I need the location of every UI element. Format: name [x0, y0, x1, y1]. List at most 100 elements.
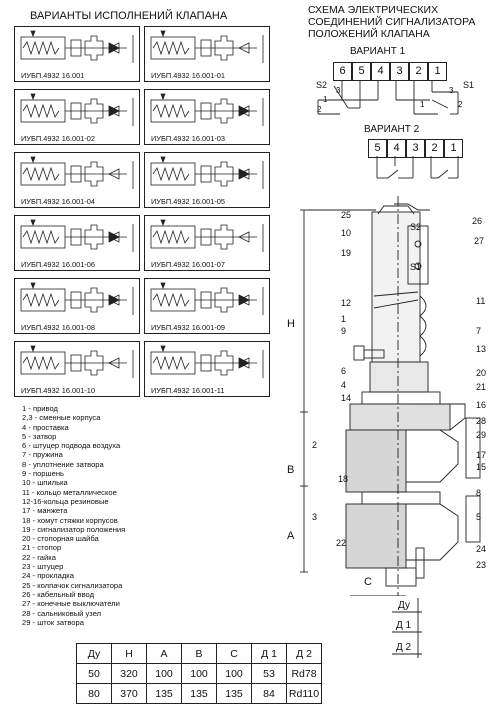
variant-code: ИУБП.4932 16.001-06 — [21, 260, 96, 269]
callout-label: 10 — [341, 228, 352, 238]
variant-code: ИУБП.4932 16.001-09 — [151, 323, 226, 332]
callout-label: 16 — [476, 400, 487, 410]
legend-item: 9 - поршень — [22, 469, 64, 479]
callout-label: 13 — [476, 344, 487, 354]
variant-code: ИУБП.4932 16.001-10 — [21, 386, 96, 395]
callout-label: 21 — [476, 382, 487, 392]
table-cell: 80 — [76, 683, 112, 704]
table-cell: 320 — [111, 663, 147, 684]
legend-item: 12-16-кольца резиновые — [22, 496, 109, 506]
callout-label: 6 — [341, 366, 347, 376]
legend-item: 1 - привод — [22, 404, 58, 413]
terminal-box: 6 — [333, 62, 352, 81]
table-header-cell: A — [146, 643, 182, 664]
variant-code: ИУБП.4932 16.001-05 — [151, 197, 226, 206]
callout-label: 9 — [341, 326, 347, 336]
legend-item: 8 - уплотнение затвора — [22, 459, 104, 469]
callout-label: 4 — [341, 380, 347, 390]
callout-label: 17 — [476, 450, 487, 460]
callout-label: 23 — [476, 560, 487, 570]
callout-label: 7 — [476, 326, 482, 336]
variant-cell: ИУБП.4932 16.001-02 — [14, 89, 140, 145]
variant-cell: ИУБП.4932 16.001-04 — [14, 152, 140, 208]
table-cell: 53 — [251, 663, 287, 684]
variant-code: ИУБП.4932 16.001-01 — [151, 71, 226, 80]
legend-item: 20 - стопорная шайба — [22, 534, 99, 544]
terminal-box: 3 — [390, 62, 409, 81]
scheme-title: СХЕМА ЭЛЕКТРИЧЕСКИХ СОЕДИНЕНИЙ СИГНАЛИЗА… — [308, 4, 475, 40]
variant2-title: ВАРИАНТ 2 — [364, 124, 420, 135]
table-cell: 100 — [146, 663, 182, 684]
table-cell: 135 — [181, 683, 217, 704]
variant1-title: ВАРИАНТ 1 — [350, 46, 406, 57]
variant-schematic — [150, 30, 264, 63]
callout-label: S2 — [410, 222, 422, 232]
variant-code: ИУБП.4932 16.001-08 — [21, 323, 96, 332]
variant-schematic — [20, 282, 134, 315]
legend-item: 24 - прокладка — [22, 571, 74, 581]
variant-cell: ИУБП.4932 16.001-05 — [144, 152, 270, 208]
variant-cell: ИУБП.4932 16.001 — [14, 26, 140, 82]
legend-item: 7 - пружина — [22, 450, 63, 460]
variant-cell: ИУБП.4932 16.001-07 — [144, 215, 270, 271]
table-cell: 135 — [146, 683, 182, 704]
legend-item: 10 - шпилька — [22, 478, 68, 488]
terminal-box: 4 — [387, 139, 406, 158]
variant-cell: ИУБП.4932 16.001-10 — [14, 341, 140, 397]
legend-item: 27 - конечные выключатели — [22, 599, 120, 609]
valve-drawing — [300, 196, 481, 596]
terminal-box: 1 — [428, 62, 447, 81]
variant-schematic — [20, 219, 134, 252]
callout-label: 24 — [476, 544, 487, 554]
legend-item: 18 - хомут стяжки корпусов — [22, 515, 118, 525]
variant-code: ИУБП.4932 16.001 — [21, 71, 85, 80]
table-header-cell: Д 2 — [286, 643, 322, 664]
variant-code: ИУБП.4932 16.001-02 — [21, 134, 96, 143]
pin-label: 3 — [449, 86, 454, 95]
terminal-box: 5 — [368, 139, 387, 158]
callout-label: 18 — [338, 474, 349, 484]
table-cell: Rd78 — [286, 663, 322, 684]
legend-item: 2,3 - сменные корпуса — [22, 413, 101, 423]
table-cell: 100 — [181, 663, 217, 684]
terminal-box: 4 — [371, 62, 390, 81]
s2-label: S2 — [316, 80, 328, 90]
scheme-title-line: ПОЛОЖЕНИЙ КЛАПАНА — [308, 28, 430, 40]
variant-schematic — [20, 345, 134, 378]
s1-label: S1 — [463, 80, 475, 90]
variant-code: ИУБП.4932 16.001-03 — [151, 134, 226, 143]
terminal-box: 2 — [425, 139, 444, 158]
legend-item: 6 - штуцер подвода воздуха — [22, 441, 121, 451]
dim-d1-label: Д 1 — [396, 620, 412, 631]
terminal-box: 2 — [409, 62, 428, 81]
variant-cell: ИУБП.4932 16.001-01 — [144, 26, 270, 82]
variant2-wiring — [376, 156, 459, 179]
variant-schematic — [20, 30, 134, 63]
callout-label: 14 — [341, 393, 352, 403]
callout-label: 12 — [341, 298, 352, 308]
callout-label: S1 — [410, 262, 422, 272]
dim-c-label: C — [364, 576, 372, 588]
dim-d2-label: Д 2 — [396, 642, 412, 653]
callout-label: 2 — [312, 440, 318, 450]
pin-label: 2 — [317, 105, 322, 114]
callout-label: 11 — [476, 296, 486, 306]
legend-item: 26 - кабельный ввод — [22, 589, 95, 599]
scheme-title-line: СОЕДИНЕНИЙ СИГНАЛИЗАТОРА — [308, 16, 476, 28]
callout-label: 5 — [476, 512, 482, 522]
table-header-cell: C — [216, 643, 252, 664]
table-cell: 50 — [76, 663, 112, 684]
variant-schematic — [150, 345, 264, 378]
variant-schematic — [150, 156, 264, 189]
callout-label: 19 — [341, 248, 352, 258]
callout-label: 27 — [474, 236, 485, 246]
callout-label: 22 — [336, 538, 347, 548]
callout-label: 28 — [476, 416, 487, 426]
variant-schematic — [150, 282, 264, 315]
